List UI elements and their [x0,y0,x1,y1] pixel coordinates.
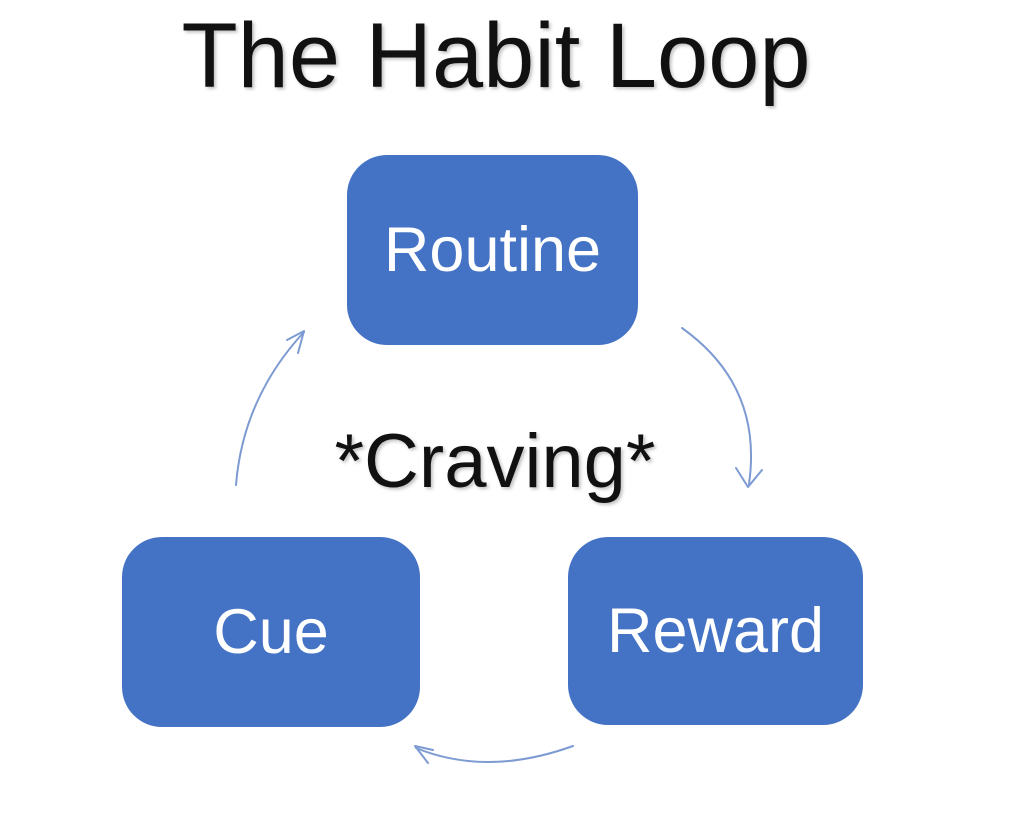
arrow-routine-to-reward [681,327,763,488]
diagram-title: The Habit Loop [181,5,811,107]
node-routine: Routine [347,155,638,345]
node-routine-label: Routine [383,215,602,285]
node-cue-label: Cue [213,597,329,667]
arrow-cue-to-routine [235,330,305,486]
node-cue: Cue [122,537,420,727]
node-reward-label: Reward [606,596,825,666]
node-reward: Reward [568,537,863,725]
arrow-reward-to-cue [414,745,574,764]
center-craving-label: *Craving* [334,419,656,504]
